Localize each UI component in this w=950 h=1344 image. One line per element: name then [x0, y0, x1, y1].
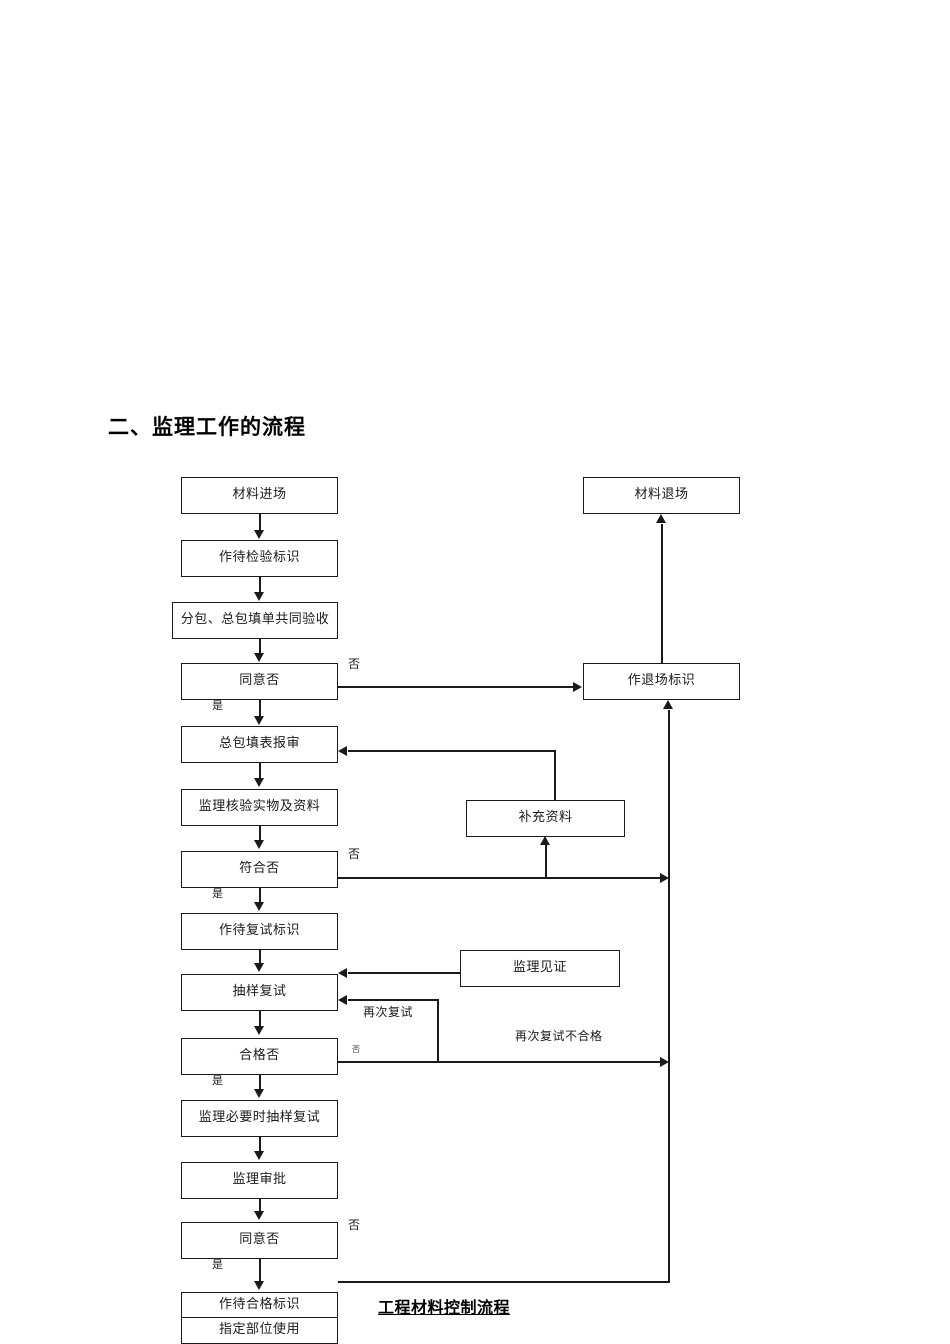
edge-label-retest-again: 再次复试 [363, 1005, 414, 1019]
connector-qualified-to-supsampling [259, 1075, 261, 1090]
connector-retest-loop-top [348, 999, 438, 1001]
connector-conformno-up-to-supplement [545, 845, 547, 877]
connector-decision2-to-final [259, 1259, 261, 1282]
flow-node-conform-decision[interactable]: 符合否 [181, 851, 338, 888]
flow-node-qualified-mark-line-2: 指定部位使用 [218, 1322, 300, 1338]
edge-label-no-1: 否 [348, 657, 361, 671]
connector-supplement-up [554, 750, 556, 800]
flow-node-supplement-data[interactable]: 补充资料 [466, 800, 625, 837]
arrow-left-2 [338, 968, 347, 978]
arrow-right-1 [573, 682, 582, 692]
connector-decision1-no-to-exitmark [338, 686, 574, 688]
arrow-down-4 [254, 716, 264, 725]
arrow-left-3 [338, 995, 347, 1005]
connector-approval-to-decision2 [259, 1199, 261, 1212]
section-title: 二、监理工作的流程 [108, 414, 306, 439]
edge-label-no-4: 否 [348, 1218, 361, 1232]
connector-form-to-verify [259, 763, 261, 779]
arrow-down-11 [254, 1151, 264, 1160]
flow-node-material-out[interactable]: 材料退场 [583, 477, 740, 514]
arrow-down-10 [254, 1089, 264, 1098]
arrow-down-9 [254, 1026, 264, 1035]
arrow-down-5 [254, 778, 264, 787]
arrow-down-7 [254, 902, 264, 911]
edge-label-no-3: 否 [352, 1045, 361, 1054]
arrow-down-12 [254, 1211, 264, 1220]
arrow-down-8 [254, 963, 264, 972]
flow-node-supervisor-verify[interactable]: 监理核验实物及资料 [181, 789, 338, 826]
flow-node-agree-decision-2[interactable]: 同意否 [181, 1222, 338, 1259]
flow-node-pending-inspection-mark[interactable]: 作待检验标识 [181, 540, 338, 577]
flow-node-agree-decision-1[interactable]: 同意否 [181, 663, 338, 700]
connector-verify-to-conform [259, 826, 261, 841]
arrow-down-13 [254, 1281, 264, 1290]
flow-node-supervisor-sampling-retest[interactable]: 监理必要时抽样复试 [181, 1100, 338, 1137]
arrow-down-1 [254, 530, 264, 539]
connector-qualified-no-to-trunk [338, 1061, 663, 1063]
flow-node-supervisor-witness[interactable]: 监理见证 [460, 950, 620, 987]
arrow-right-2 [660, 873, 669, 883]
edge-label-no-2: 否 [348, 847, 361, 861]
arrow-down-6 [254, 840, 264, 849]
connector-decision2-no-to-trunk [338, 1281, 669, 1283]
arrow-up-1 [656, 514, 666, 523]
flow-node-exit-mark[interactable]: 作退场标识 [583, 663, 740, 700]
arrow-up-3 [540, 836, 550, 845]
flow-node-contractor-form-submit[interactable]: 总包填表报审 [181, 726, 338, 763]
flow-node-sampling-retest[interactable]: 抽样复试 [181, 974, 338, 1011]
connector-mark-to-acceptance [259, 577, 261, 593]
flow-node-qualified-decision[interactable]: 合格否 [181, 1038, 338, 1075]
connector-right-trunk [668, 710, 670, 1283]
flow-node-joint-acceptance[interactable]: 分包、总包填单共同验收 [172, 602, 338, 639]
connector-sampling-to-qualified [259, 1011, 261, 1027]
connector-supsampling-to-approval [259, 1137, 261, 1152]
flow-node-supervisor-approval[interactable]: 监理审批 [181, 1162, 338, 1199]
connector-decision1-to-form [259, 700, 261, 717]
arrow-down-2 [254, 592, 264, 601]
edge-label-yes-3: 是 [212, 1074, 224, 1087]
flow-node-pending-retest-mark[interactable]: 作待复试标识 [181, 913, 338, 950]
connector-supplement-left-to-form [348, 750, 556, 752]
connector-witness-to-sampling [348, 972, 461, 974]
arrow-left-1 [338, 746, 347, 756]
connector-exitmark-to-materialout [661, 524, 663, 663]
flow-node-qualified-mark-line-1: 作待合格标识 [182, 1293, 337, 1318]
edge-label-retest-again-fail: 再次复试不合格 [515, 1029, 603, 1043]
edge-label-yes-2: 是 [212, 887, 224, 900]
edge-label-yes-1: 是 [212, 699, 224, 712]
arrow-down-3 [254, 653, 264, 662]
figure-caption: 工程材料控制流程 [378, 1298, 511, 1317]
connector-material-in-to-mark [259, 514, 261, 531]
connector-retest-loop-vertical [437, 999, 439, 1061]
edge-label-yes-4: 是 [212, 1258, 224, 1271]
flow-node-material-in[interactable]: 材料进场 [181, 477, 338, 514]
flow-node-qualified-mark-use[interactable]: 作待合格标识 指定部位使用 [181, 1292, 338, 1344]
connector-acceptance-to-decision1 [259, 639, 261, 654]
connector-conform-to-retestmark [259, 888, 261, 903]
connector-retestmark-to-sampling [259, 950, 261, 964]
connector-conform-no-to-trunk [338, 877, 663, 879]
arrow-up-2 [663, 700, 673, 709]
arrow-right-3 [660, 1057, 669, 1067]
